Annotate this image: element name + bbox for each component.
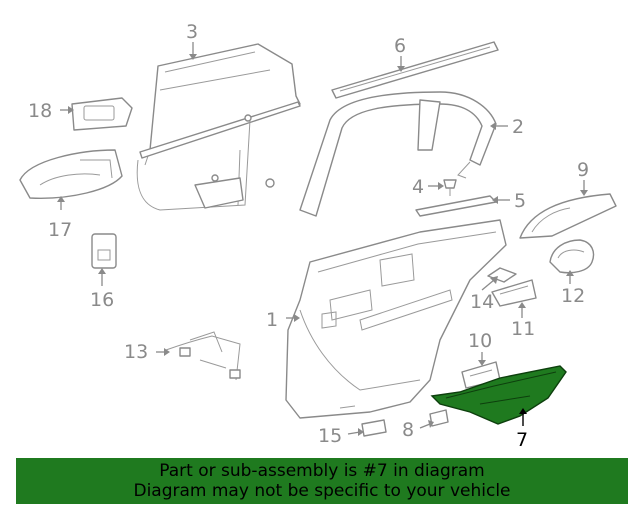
banner-line-part: Part or sub-assembly is #7 in diagram	[159, 461, 485, 481]
callout-9: 9	[577, 159, 589, 181]
part-11-handle-housing	[491, 279, 537, 307]
callout-8: 8	[402, 419, 414, 441]
callout-18: 18	[28, 100, 52, 122]
part-15-block	[361, 419, 387, 437]
callout-14: 14	[470, 291, 494, 313]
part-17-seat-switch	[19, 149, 123, 199]
banner-line-disclaimer: Diagram may not be specific to your vehi…	[133, 481, 511, 501]
part-5-strip	[415, 195, 497, 217]
part-6-belt-molding	[331, 41, 499, 99]
part-2-frame-trim	[299, 91, 497, 217]
callout-10: 10	[468, 330, 492, 352]
part-4-clip	[443, 179, 457, 196]
callout-6: 6	[394, 35, 406, 57]
callout-13: 13	[124, 341, 148, 363]
callout-16: 16	[90, 289, 114, 311]
callout-12: 12	[561, 285, 585, 307]
part-1-door-panel	[285, 219, 507, 419]
part-18-switch	[71, 97, 133, 131]
callout-7: 7	[516, 429, 528, 451]
callout-1: 1	[266, 309, 278, 331]
callout-4: 4	[412, 176, 424, 198]
callout-17: 17	[48, 219, 72, 241]
part-3-door-glass	[136, 43, 301, 211]
callout-15: 15	[318, 425, 342, 447]
leader-lines	[57, 42, 588, 436]
info-banner: Part or sub-assembly is #7 in diagram Di…	[16, 458, 628, 504]
part-12-cup	[549, 239, 595, 274]
callout-11: 11	[511, 318, 535, 340]
part-13-wiring	[165, 331, 241, 381]
part-7-armrest-highlighted	[430, 365, 567, 425]
callout-3: 3	[186, 21, 198, 43]
part-16-switch	[91, 233, 117, 269]
callout-5: 5	[514, 190, 526, 212]
callout-2: 2	[512, 116, 524, 138]
part-9-trim-piece	[519, 193, 617, 239]
